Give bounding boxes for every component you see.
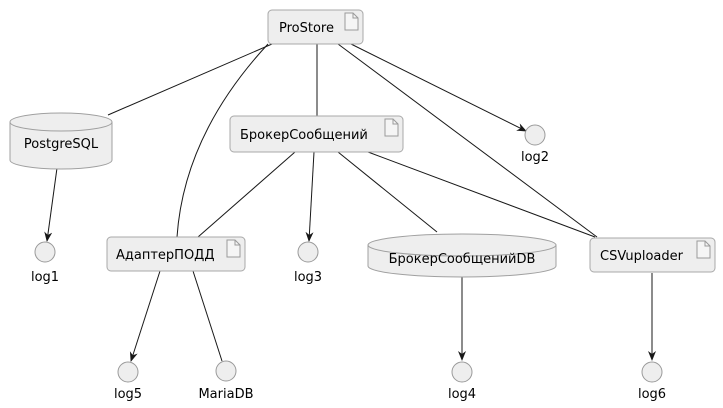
edge-broker-adapter [197, 151, 296, 238]
interface-circle-icon [451, 361, 473, 383]
interface-circle-icon [524, 124, 546, 146]
node-log5: log5 [114, 361, 142, 402]
node-prostore-label: ProStore [279, 21, 334, 36]
file-icon [696, 240, 711, 259]
edge-broker-brokerdb [337, 151, 438, 233]
node-broker-label: БрокерСообщений [240, 128, 368, 143]
edge-broker-log3 [305, 151, 315, 242]
interface-circle-icon [215, 360, 237, 382]
edge-prostore-postgresql [107, 43, 273, 116]
file-icon [344, 12, 359, 31]
node-postgresql: PostgreSQL [9, 112, 113, 170]
edge-prostore-csvuploader [337, 43, 598, 238]
node-prostore: ProStore [267, 9, 364, 45]
node-mariadb-label: MariaDB [198, 387, 253, 402]
node-csvuploader: CSVuploader [589, 237, 716, 273]
node-log1-label: log1 [31, 270, 59, 285]
node-adapter: АдаптерПОДД [106, 236, 246, 272]
file-icon [384, 118, 399, 137]
interface-circle-icon [117, 361, 139, 383]
edge-adapter-mariadb [192, 270, 223, 362]
interface-circle-icon [297, 241, 319, 263]
edge-broker-csvuploader [367, 151, 596, 238]
interface-circle-icon [641, 361, 663, 383]
node-log3-label: log3 [294, 270, 322, 285]
node-postgresql-label: PostgreSQL [24, 137, 99, 152]
node-log1: log1 [31, 241, 59, 285]
node-log6-label: log6 [638, 387, 666, 402]
node-adapter-label: АдаптерПОДД [116, 248, 215, 263]
edge-prostore-log2 [350, 43, 527, 132]
edge-postgresql-log1 [44, 167, 58, 242]
node-log5-label: log5 [114, 387, 142, 402]
node-log2: log2 [521, 124, 549, 165]
interface-circle-icon [34, 241, 56, 263]
node-log4-label: log4 [448, 387, 476, 402]
database-icon [9, 122, 113, 170]
node-brokerdb: БрокерСообщенийDB [367, 233, 557, 278]
node-csvuploader-label: CSVuploader [600, 249, 684, 264]
node-brokerdb-label: БрокерСообщенийDB [389, 252, 536, 267]
file-icon [226, 239, 241, 258]
node-log3: log3 [294, 241, 322, 285]
node-log4: log4 [448, 361, 476, 402]
edges [44, 43, 656, 362]
edge-adapter-log5 [129, 270, 161, 362]
node-mariadb: MariaDB [198, 360, 254, 402]
node-log2-label: log2 [521, 150, 549, 165]
node-log6: log6 [638, 361, 666, 402]
node-broker: БрокерСообщений [229, 115, 404, 153]
edge-prostore-adapter [176, 43, 269, 238]
